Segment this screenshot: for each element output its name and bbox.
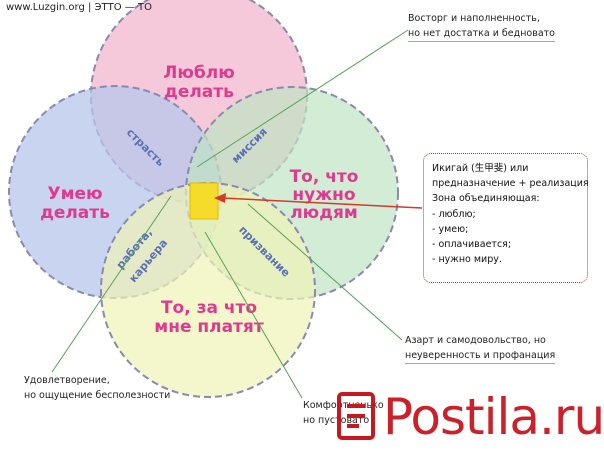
note-top-right-line1: Восторг и наполненность, <box>408 13 540 24</box>
note-left: Удовлетворение, но ощущение бесполезност… <box>24 373 170 403</box>
note-top-right: Восторг и наполненность, но нет достатка… <box>408 11 555 42</box>
info-line-5: - умею; <box>432 223 469 235</box>
info-line-2: предназначение + реализация <box>432 178 589 190</box>
postila-watermark: Postila.ru <box>333 382 604 453</box>
note-top-right-line2: но нет достатка и бедновато <box>408 26 555 42</box>
ikigai-info-box: Икигай (生甲斐) или предназначение + реализ… <box>423 153 589 283</box>
site-header: www.Luzgin.org | ЭТТО — ТО <box>6 2 152 13</box>
leader-line-left <box>51 195 172 373</box>
ikigai-arrow <box>214 193 423 209</box>
label-needed-3: людям <box>290 203 358 223</box>
label-good-at-2: делать <box>40 203 110 223</box>
label-paid-2: мне платят <box>154 317 264 337</box>
leader-line-right <box>247 203 403 341</box>
note-bottom: Комфортненько но пустовато <box>303 398 384 428</box>
postila-logo-icon <box>337 392 375 440</box>
info-line-3: Зона объединяющая: <box>432 193 540 205</box>
watermark-text: Postila.ru <box>383 388 604 446</box>
label-good-at-1: Умею <box>47 184 102 204</box>
label-love-1: Люблю <box>163 63 235 83</box>
label-love-2: делать <box>164 82 234 102</box>
label-paid-1: То, за что <box>161 298 257 318</box>
note-left-line1: Удовлетворение, <box>24 375 110 386</box>
note-bottom-line1: Комфортненько <box>303 400 384 411</box>
leader-line-bottom <box>204 231 303 399</box>
note-right-line1: Азарт и самодовольство, но <box>405 335 546 346</box>
circle-paid <box>100 182 316 398</box>
ikigai-center <box>189 182 219 220</box>
info-line-1: Икигай (生甲斐) или <box>432 163 529 174</box>
info-line-7: - нужно миру. <box>432 254 502 266</box>
note-right-line2: неуверенность и профанация <box>405 348 556 364</box>
label-needed-1: То, что <box>290 167 359 187</box>
info-line-4: - люблю; <box>432 208 476 220</box>
label-needed-2: нужно <box>292 185 355 205</box>
note-left-line2: но ощущение бесполезности <box>24 390 171 401</box>
info-line-6: - оплачивается; <box>432 239 512 251</box>
leader-line-top-right <box>196 29 409 168</box>
note-bottom-line2: но пустовато <box>303 415 370 426</box>
note-right: Азарт и самодовольство, но неуверенность… <box>405 333 556 364</box>
